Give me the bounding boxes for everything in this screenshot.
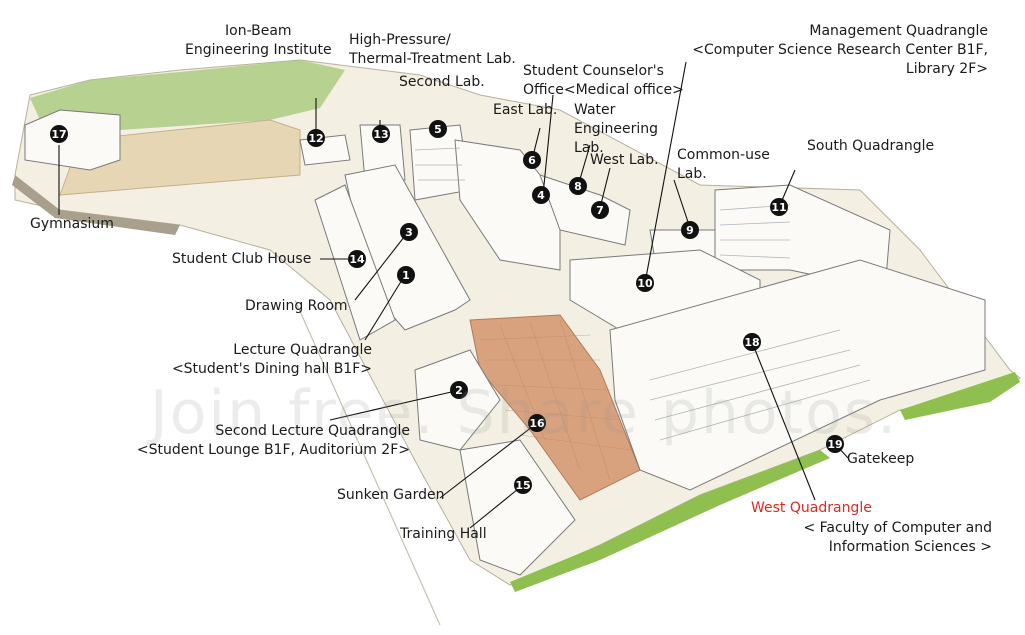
marker-13[interactable]: 13: [372, 125, 390, 143]
marker-11[interactable]: 11: [770, 198, 788, 216]
west-lab-building: [539, 174, 631, 246]
buildings: [24, 109, 986, 576]
svg-text:6: 6: [528, 154, 536, 167]
label-gymnasium[interactable]: Gymnasium: [30, 216, 114, 232]
label-gatekeep[interactable]: Gatekeep: [847, 451, 915, 467]
svg-text:4: 4: [537, 189, 545, 202]
svg-text:2: 2: [455, 384, 463, 397]
svg-text:14: 14: [349, 253, 365, 266]
east-lab-building: [454, 139, 561, 271]
label-management-quadrangle[interactable]: Management Quadrangle <Computer Science …: [692, 23, 988, 77]
svg-text:11: 11: [771, 201, 786, 214]
svg-text:5: 5: [434, 123, 442, 136]
marker-17[interactable]: 17: [50, 125, 68, 143]
road: [294, 299, 441, 626]
marker-8[interactable]: 8: [569, 177, 587, 195]
west-quadrangle-building: [609, 259, 986, 491]
label-west-lab[interactable]: West Lab.: [590, 152, 659, 168]
marker-3[interactable]: 3: [400, 223, 418, 241]
label-training-hall[interactable]: Training Hall: [400, 526, 487, 542]
marker-15[interactable]: 15: [514, 476, 532, 494]
marker-7[interactable]: 7: [591, 201, 609, 219]
marker-18[interactable]: 18: [743, 333, 761, 351]
gymnasium-building: [24, 109, 121, 171]
label-faculty[interactable]: < Faculty of Computer and Information Sc…: [803, 520, 992, 555]
svg-text:12: 12: [308, 132, 323, 145]
label-second-lab[interactable]: Second Lab.: [399, 74, 485, 90]
svg-text:13: 13: [373, 128, 388, 141]
svg-text:17: 17: [51, 128, 66, 141]
label-second-lecture-quadrangle[interactable]: Second Lecture Quadrangle <Student Loung…: [136, 423, 410, 458]
watermark: Join free. Share photos.: [150, 378, 899, 448]
marker-4[interactable]: 4: [532, 186, 550, 204]
svg-text:18: 18: [744, 336, 759, 349]
marker-10[interactable]: 10: [636, 274, 654, 292]
label-sunken-garden[interactable]: Sunken Garden: [337, 487, 445, 503]
marker-6[interactable]: 6: [523, 151, 541, 169]
training-hall-building: [459, 439, 576, 576]
marker-19[interactable]: 19: [826, 435, 844, 453]
svg-text:7: 7: [596, 204, 604, 217]
label-student-counselor[interactable]: Student Counselor's Office<Medical offic…: [523, 63, 684, 98]
label-common-use-lab[interactable]: Common-use Lab.: [677, 147, 770, 182]
svg-text:15: 15: [515, 479, 530, 492]
label-student-club-house[interactable]: Student Club House: [172, 251, 312, 267]
label-water-engineering-lab[interactable]: Water Engineering Lab.: [574, 102, 658, 156]
label-east-lab[interactable]: East Lab.: [493, 102, 558, 118]
label-lecture-quadrangle[interactable]: Lecture Quadrangle <Student's Dining hal…: [171, 342, 372, 377]
svg-text:8: 8: [574, 180, 582, 193]
label-west-quadrangle[interactable]: West Quadrangle: [751, 500, 872, 516]
svg-text:1: 1: [402, 269, 410, 282]
svg-text:19: 19: [827, 438, 842, 451]
marker-9[interactable]: 9: [681, 221, 699, 239]
svg-text:16: 16: [529, 417, 545, 430]
marker-14[interactable]: 14: [348, 250, 366, 268]
marker-12[interactable]: 12: [307, 129, 325, 147]
marker-2[interactable]: 2: [450, 381, 468, 399]
svg-text:3: 3: [405, 226, 413, 239]
svg-text:9: 9: [686, 224, 694, 237]
label-high-pressure[interactable]: High-Pressure/ Thermal-Treatment Lab.: [349, 32, 516, 67]
label-ion-beam[interactable]: Ion-Beam Engineering Institute: [185, 23, 332, 58]
svg-text:10: 10: [637, 277, 653, 290]
marker-16[interactable]: 16: [528, 414, 546, 432]
markers: 1 2 3 4 5 6 7 8 9 10 11 12 13 14 15 16 1…: [50, 120, 844, 494]
marker-5[interactable]: 5: [429, 120, 447, 138]
label-drawing-room[interactable]: Drawing Room: [245, 298, 348, 314]
label-south-quadrangle[interactable]: South Quadrangle: [807, 138, 935, 154]
second-lecture-building: [414, 349, 501, 451]
marker-1[interactable]: 1: [397, 266, 415, 284]
